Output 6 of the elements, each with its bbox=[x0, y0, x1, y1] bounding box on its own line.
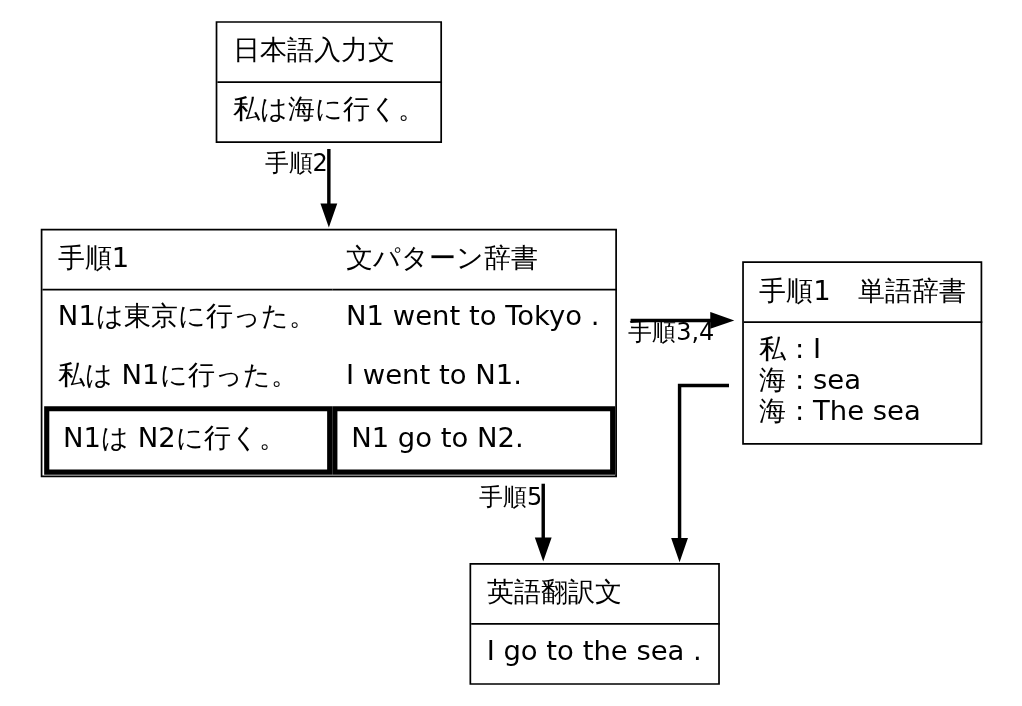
arrow bbox=[534, 483, 552, 562]
edge-label: 手順2 bbox=[264, 148, 328, 177]
arrow bbox=[319, 149, 337, 228]
arrow bbox=[630, 312, 734, 329]
arrow bbox=[670, 383, 729, 563]
edge-label: 手順5 bbox=[478, 482, 542, 511]
